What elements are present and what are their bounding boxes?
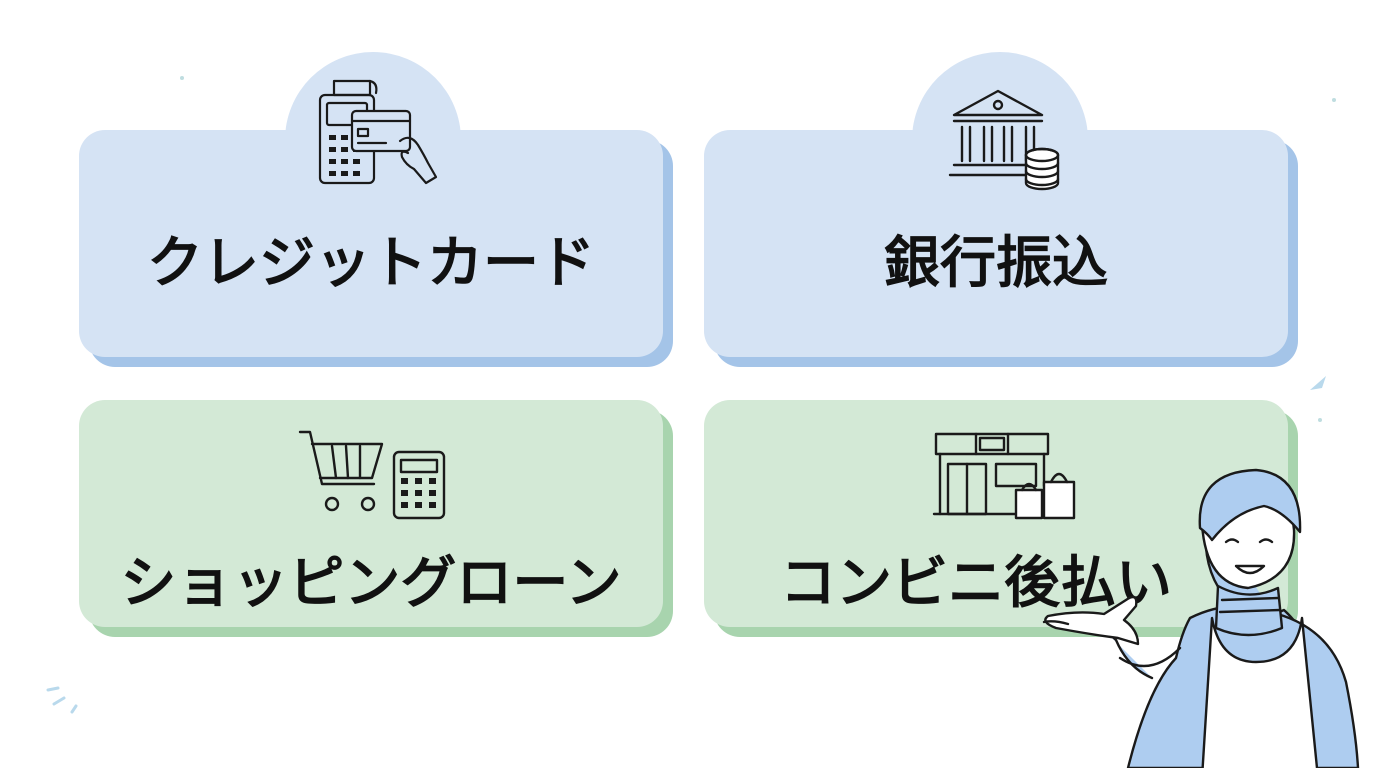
option-label-bank-transfer: 銀行振込 [884,231,1108,296]
cart-calculator-icon [298,428,450,520]
option-label-credit-card: クレジットカード [147,231,595,296]
option-label-shopping-loan: ショッピングローン [120,551,622,616]
option-card-bank-transfer[interactable]: 銀行振込 [704,130,1288,357]
option-card-shopping-loan[interactable]: ショッピングローン [79,400,663,627]
dot-decoration [1332,98,1336,102]
sparkle-decoration [1308,372,1328,396]
dot-decoration [1318,418,1322,422]
option-label-convenience-store: コンビニ後払い [780,551,1172,616]
credit-card-terminal-icon [316,77,440,187]
woman-presenter-illustration [1040,468,1360,768]
store-bags-icon [932,430,1082,524]
dash-decoration [46,684,86,728]
bank-coins-icon [948,85,1064,193]
option-card-credit-card[interactable]: クレジットカード [79,130,663,357]
dot-decoration [180,76,184,80]
